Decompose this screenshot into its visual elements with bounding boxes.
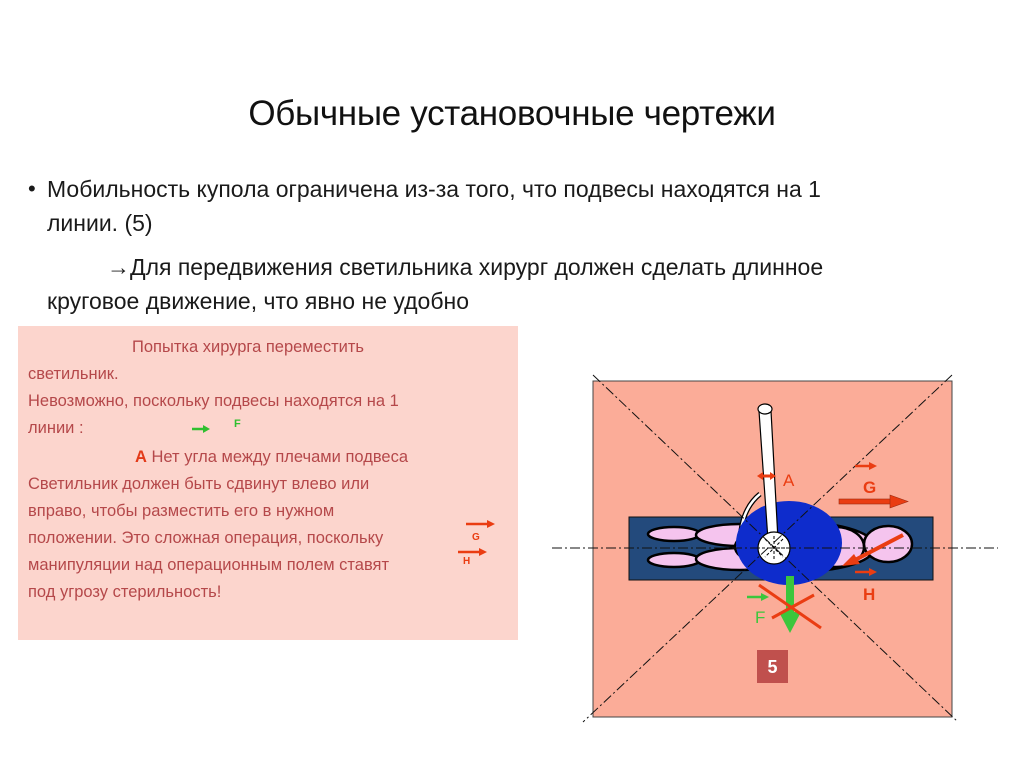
info-line: Попытка хирурга переместить [132,338,365,356]
info-line: Светильник должен быть сдвинут влево или [28,475,370,493]
f-arrow-small-icon [747,593,769,601]
figure-badge [757,650,788,683]
legend-h-label: H [463,556,470,566]
h-arrow-icon [855,568,877,576]
info-line: манипуляции над операционным полем ставя… [28,556,390,574]
info-line-a: A Нет угла между плечами подвеса [28,444,516,471]
operating-room-diagram: A G H F [552,374,998,723]
arrow-right-icon: → [107,254,130,280]
legend-gh-arrows: G H [458,520,495,566]
legend-g-label: G [472,532,480,543]
legend-a-label: A [135,448,147,466]
label-h: H [863,585,875,604]
label-f: F [755,608,765,627]
info-line-with-legend: линии : F [28,415,516,444]
g-arrow-small-icon [855,462,877,470]
info-line: Нет угла между плечами подвеса [151,448,408,466]
sub-line-1: Для передвижения светильника хирург долж… [130,254,824,280]
label-g: G [863,478,876,497]
patient-leg [646,551,702,569]
guide-lines [552,374,998,723]
sub-point: →Для передвижения светильника хирург дол… [47,250,967,318]
bullet-line-1: Мобильность купола ограничена из-за того… [47,176,821,202]
cross-out-icon [758,583,822,630]
info-line: Невозможно, поскольку подвесы находятся … [28,392,399,410]
f-arrow-down-icon [779,576,801,633]
a-arrow-icon [757,472,776,480]
g-arrow-large-icon [838,494,909,509]
label-a: A [783,471,795,490]
pole-top [757,403,773,415]
figure-number: 5 [767,657,777,677]
info-line: под угрозу стерильность! [28,583,222,601]
slide-title: Обычные установочные чертежи [248,94,776,133]
info-line: светильник. [28,365,119,383]
bullet-line-2: линии. (5) [47,210,153,236]
legend-f-label: F [233,418,241,430]
info-line: вправо, чтобы разместить его в нужном [28,502,335,520]
info-line: положении. Это сложная операция, посколь… [28,529,384,547]
info-box: Попытка хирурга переместить светильник. … [18,326,518,640]
patient-leg [646,525,702,543]
info-line: линии : [28,419,84,437]
diagonal-arrow-icon [842,533,904,566]
sub-line-2: круговое движение, что явно не удобно [47,288,469,314]
info-box-text: Попытка хирурга переместить светильник. … [28,334,516,606]
bullet-marker: • [28,176,36,201]
green-arrow-icon [191,424,210,433]
bullet-point: • Мобильность купола ограничена из-за то… [28,172,988,240]
bullet-text: Мобильность купола ограничена из-за того… [47,172,988,240]
